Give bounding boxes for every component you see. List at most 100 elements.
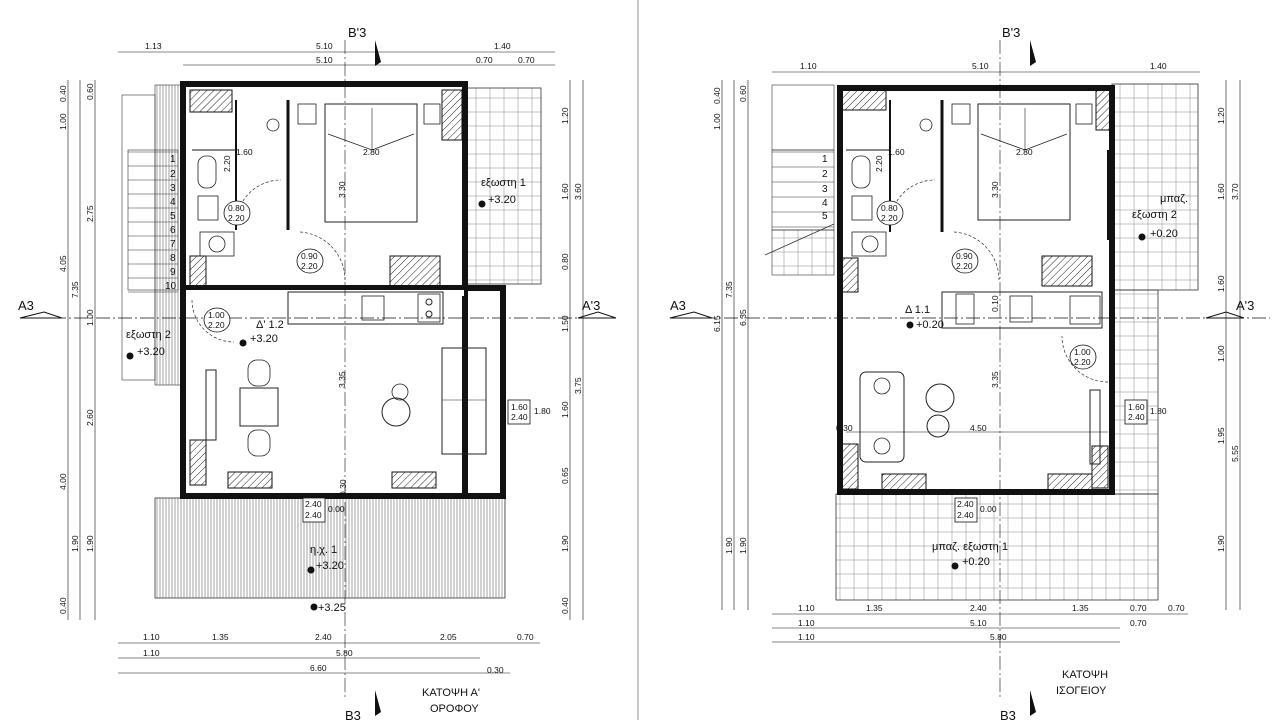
stair-step: 2 xyxy=(170,169,176,180)
ground-inner-small1: 0.10 xyxy=(990,295,1000,312)
ground-right-dim: 1.60 xyxy=(1216,275,1226,292)
ground-terrace-1 xyxy=(835,493,1159,601)
ground-left-dim: 0.40 xyxy=(712,87,722,104)
ground-terrace2-name-2: εξωστη 2 xyxy=(1132,209,1177,221)
upper-left-dim: 1.00 xyxy=(85,309,95,326)
upper-win-bottom-sill: 0.00 xyxy=(328,504,345,514)
upper-inner-bath-w: 1.60 xyxy=(236,147,253,157)
ground-left-dim: 6.15 xyxy=(712,315,722,332)
ground-room-level: +0.20 xyxy=(916,319,944,331)
upper-door-entry-h: 2.20 xyxy=(208,320,225,330)
upper-right-dim: 0.65 xyxy=(560,467,570,484)
ground-top-dim: 1.40 xyxy=(1150,61,1167,71)
ground-inner-bed-d: 3.30 xyxy=(990,181,1000,198)
upper-door-bed-w: 0.90 xyxy=(301,251,318,261)
ground-right-dim: 1.60 xyxy=(1216,183,1226,200)
ground-stair-numbers: 1 2 3 4 5 xyxy=(822,154,828,222)
upper-bottom-dim: 1.10 xyxy=(143,648,160,658)
ground-terrace2-level: +0.20 xyxy=(1150,228,1178,240)
upper-right-dim: 0.40 xyxy=(560,597,570,614)
upper-left-dim: 0.40 xyxy=(58,597,68,614)
ground-win-bottom-sill: 0.00 xyxy=(980,504,997,514)
upper-win-right-w: 1.60 xyxy=(511,402,528,412)
upper-room-level: +3.20 xyxy=(250,333,278,345)
ground-right-dim: 3.70 xyxy=(1230,183,1240,200)
section-b3-upper: B'3 xyxy=(348,25,366,40)
ground-right-dim: 5.55 xyxy=(1230,445,1240,462)
upper-win-right-sill: 1.80 xyxy=(534,406,551,416)
upper-top-dim: 1.13 xyxy=(145,41,162,51)
stair-step: 10 xyxy=(165,281,177,292)
ground-inner-living-w: 4.50 xyxy=(970,423,987,433)
ground-title-2: ΙΣΟΓΕΙΟΥ xyxy=(1056,685,1107,697)
upper-right-dim: 1.50 xyxy=(560,315,570,332)
ground-left-dim: 1.90 xyxy=(738,537,748,554)
stair-step: 1 xyxy=(170,154,176,165)
upper-left-dim: 0.40 xyxy=(58,85,68,102)
upper-inner-bed-d: 3.30 xyxy=(337,181,347,198)
ground-door-bed-w: 0.90 xyxy=(956,251,973,261)
upper-left-dim: 1.00 xyxy=(58,113,68,130)
ground-left-dim: 1.90 xyxy=(724,537,734,554)
stair-step: 4 xyxy=(170,197,176,208)
upper-terrace2-name: εξωστη 2 xyxy=(126,329,171,341)
stair-step: 6 xyxy=(170,225,176,236)
upper-bottom-dim: 2.05 xyxy=(440,632,457,642)
ground-bottom-dim: 1.10 xyxy=(798,603,815,613)
section-a3p-ground: A'3 xyxy=(1236,298,1254,313)
upper-left-dim: 4.00 xyxy=(58,473,68,490)
ground-inner-bed-w: 2.80 xyxy=(1016,147,1033,157)
stair-step: 8 xyxy=(170,253,176,264)
stair-step: 5 xyxy=(170,211,176,222)
upper-room-name: Δ' 1.2 xyxy=(256,319,284,331)
upper-terrace1-level: +3.20 xyxy=(488,194,516,206)
upper-left-dim: 2.60 xyxy=(85,409,95,426)
stair-step: 2 xyxy=(822,169,828,180)
section-a3-upper: A3 xyxy=(18,298,34,313)
ground-inner-small2: 0.30 xyxy=(836,423,853,433)
section-a3p-upper: A'3 xyxy=(582,298,600,313)
upper-right-dim: 0.80 xyxy=(560,253,570,270)
ground-win-right-h: 2.40 xyxy=(1128,412,1145,422)
ground-right-dim: 1.90 xyxy=(1216,535,1226,552)
upper-left-dim: 1.90 xyxy=(85,535,95,552)
upper-floor-plan xyxy=(19,40,617,716)
stair-step: 5 xyxy=(822,211,828,222)
upper-door-bath-h: 2.20 xyxy=(228,213,245,223)
ground-win-right-w: 1.60 xyxy=(1128,402,1145,412)
ground-right-dim: 1.00 xyxy=(1216,345,1226,362)
upper-door-bath-w: 0.80 xyxy=(228,203,245,213)
upper-title-1: ΚΑΤΟΨΗ Α' xyxy=(422,687,480,699)
upper-title-2: ΟΡΟΦΟΥ xyxy=(430,703,479,715)
upper-bottom-dim: 2.40 xyxy=(315,632,332,642)
upper-door-bed-h: 2.20 xyxy=(301,261,318,271)
ground-left-dim: 6.35 xyxy=(738,309,748,326)
ground-top-dim: 1.10 xyxy=(800,61,817,71)
upper-right-dim: 3.60 xyxy=(573,183,583,200)
ground-title-1: ΚΑΤΟΨΗ xyxy=(1062,669,1108,681)
upper-top-dim: 0.70 xyxy=(476,55,493,65)
ground-top-dim: 5.10 xyxy=(972,61,989,71)
upper-inner-living-d: 3.35 xyxy=(337,371,347,388)
upper-outer-wall-living xyxy=(180,285,506,499)
stair-step: 3 xyxy=(170,183,176,194)
ground-inner-bath-w: 1.60 xyxy=(888,147,905,157)
ground-bottom-dim: 5.10 xyxy=(970,618,987,628)
upper-roof-level: +3.25 xyxy=(318,602,346,614)
upper-top-dim: 5.10 xyxy=(316,55,333,65)
upper-right-dim: 1.90 xyxy=(560,535,570,552)
upper-inner-small: 0.30 xyxy=(338,479,348,496)
ground-win-right-sill: 1.80 xyxy=(1150,406,1167,416)
ground-terrace1-level: +0.20 xyxy=(962,556,990,568)
upper-inner-wc: 2.20 xyxy=(222,155,232,172)
ground-bottom-dim: 0.70 xyxy=(1130,603,1147,613)
upper-stair-numbers: 1 2 3 4 5 6 7 8 9 10 xyxy=(165,154,177,292)
section-b3-bottom-ground: B3 xyxy=(1000,708,1016,720)
upper-bottom-dim: 6.60 xyxy=(310,663,327,673)
ground-outer-wall xyxy=(837,85,1115,495)
upper-top-dim: 0.70 xyxy=(518,55,535,65)
upper-terrace-2 xyxy=(121,94,156,381)
upper-stair xyxy=(127,149,179,291)
ground-terrace1-name: μπαζ. εξωστη 1 xyxy=(932,541,1008,553)
upper-hx-name: η.χ. 1 xyxy=(310,544,337,556)
